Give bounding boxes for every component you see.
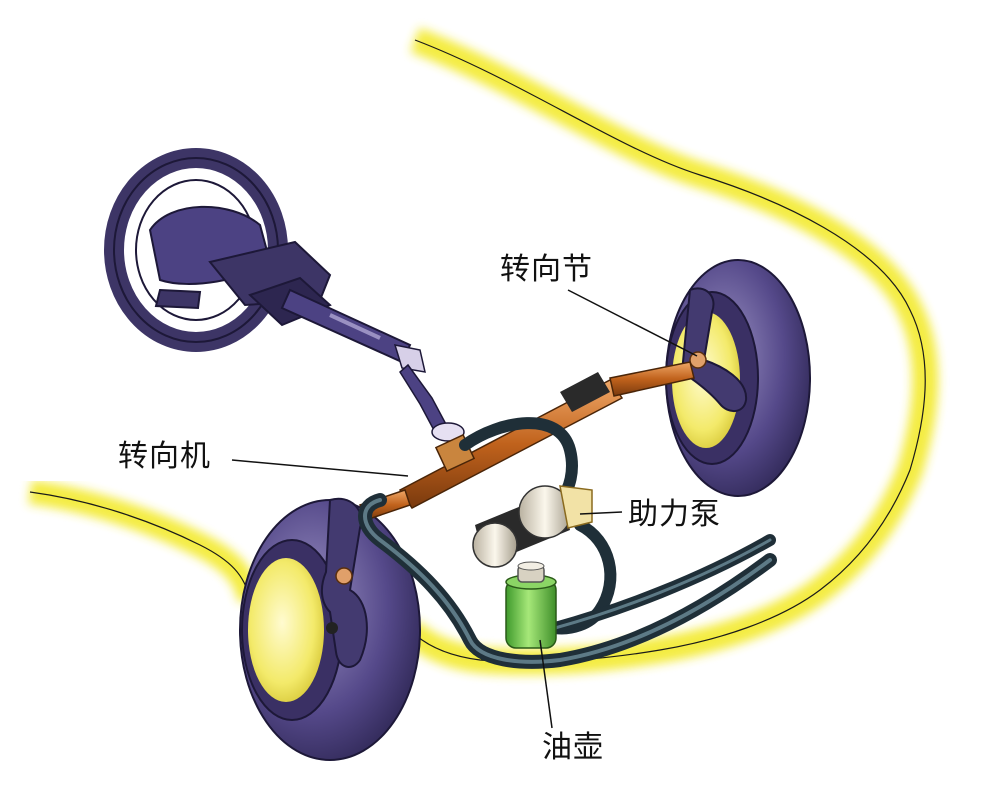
leader-lines bbox=[231, 289, 698, 729]
label-fluid-reservoir: 油壶 bbox=[542, 730, 604, 765]
power-steering-pump bbox=[472, 485, 593, 568]
hydraulic-hoses bbox=[358, 417, 777, 669]
label-power-steering-pump: 助力泵 bbox=[628, 497, 721, 532]
steering-wheel bbox=[104, 148, 288, 352]
steering-column bbox=[208, 240, 412, 364]
intermediate-shaft bbox=[393, 344, 465, 442]
right-steering-knuckle bbox=[680, 287, 748, 412]
fluid-reservoir bbox=[505, 561, 557, 649]
steering-gear-rack bbox=[359, 361, 695, 521]
label-steering-knuckle: 转向节 bbox=[500, 252, 593, 287]
label-steering-gear: 转向机 bbox=[118, 439, 211, 474]
